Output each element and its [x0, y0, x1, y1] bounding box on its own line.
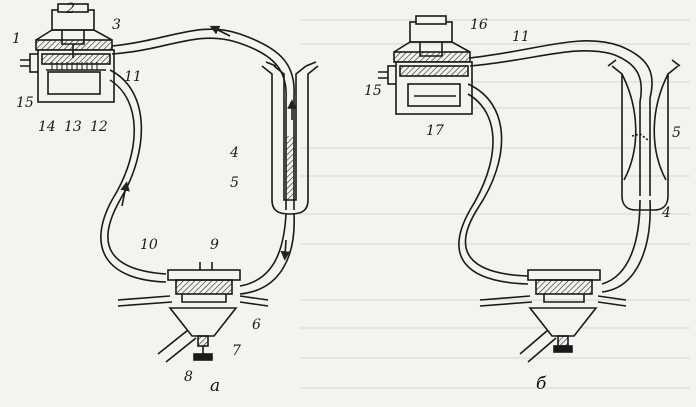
label-a-5: 5	[230, 175, 239, 191]
collector-a	[117, 262, 269, 363]
label-a-9: 9	[210, 237, 219, 253]
label-b-5: 5	[672, 125, 681, 141]
label-a-15: 15	[16, 95, 34, 111]
label-a-11: 11	[124, 69, 142, 85]
label-a-6: 6	[252, 317, 261, 333]
teat-cup-b	[607, 59, 681, 211]
label-b-4: 4	[662, 205, 671, 221]
label-a-7: 7	[232, 343, 241, 359]
label-b-17: 17	[426, 123, 444, 139]
pulsator-a	[20, 3, 115, 103]
collector-b	[479, 269, 627, 363]
label-b-11: 11	[512, 29, 530, 45]
label-b-15: 15	[364, 83, 382, 99]
label-a-8: 8	[184, 369, 193, 385]
label-a-1: 1	[12, 31, 21, 47]
figure-a	[20, 3, 319, 363]
caption-a: а	[210, 376, 221, 396]
label-a-3: 3	[112, 17, 121, 33]
label-a-13: 13	[64, 119, 82, 135]
label-a-14: 14	[38, 119, 56, 135]
label-a-2: 2	[66, 1, 75, 17]
teat-cup-a	[261, 61, 319, 215]
pulsator-b	[378, 15, 473, 115]
label-b-16: 16	[470, 17, 488, 33]
label-a-4: 4	[230, 145, 239, 161]
figure-b	[378, 15, 681, 363]
label-a-10: 10	[140, 237, 158, 253]
caption-b: б	[536, 374, 547, 394]
label-a-12: 12	[90, 119, 108, 135]
